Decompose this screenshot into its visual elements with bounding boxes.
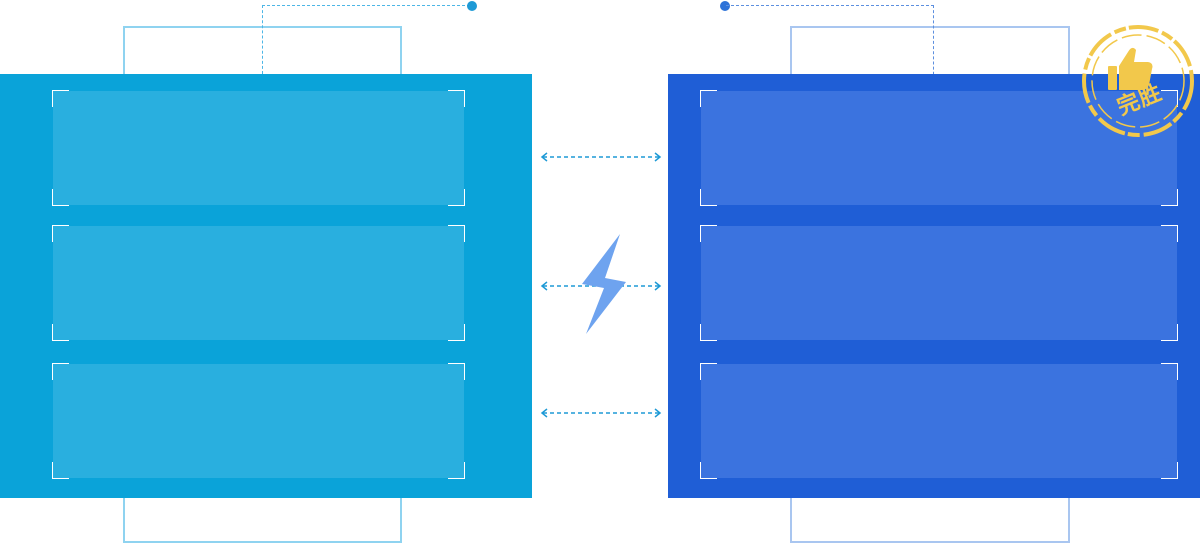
corner-mark bbox=[448, 363, 465, 380]
corner-mark bbox=[448, 462, 465, 479]
left-leader-dot bbox=[467, 1, 477, 11]
corner-mark bbox=[448, 225, 465, 242]
corner-mark bbox=[1161, 225, 1178, 242]
right-top-frame bbox=[790, 26, 1070, 74]
corner-mark bbox=[448, 189, 465, 206]
corner-mark bbox=[700, 363, 717, 380]
right-card-1 bbox=[700, 90, 1178, 206]
corner-mark bbox=[52, 363, 69, 380]
thumbs-up-icon bbox=[1108, 47, 1153, 90]
corner-mark bbox=[700, 189, 717, 206]
right-card-2 bbox=[700, 225, 1178, 341]
right-card-3 bbox=[700, 363, 1178, 479]
corner-mark bbox=[52, 462, 69, 479]
corner-mark bbox=[448, 324, 465, 341]
right-bottom-frame bbox=[790, 498, 1070, 543]
left-card-1 bbox=[52, 90, 465, 206]
corner-mark bbox=[700, 324, 717, 341]
corner-mark bbox=[1161, 462, 1178, 479]
left-leader-vertical bbox=[262, 5, 263, 74]
corner-mark bbox=[52, 90, 69, 107]
corner-mark bbox=[700, 90, 717, 107]
corner-mark bbox=[700, 225, 717, 242]
corner-mark bbox=[1161, 189, 1178, 206]
corner-mark bbox=[448, 90, 465, 107]
left-panel bbox=[0, 74, 532, 498]
left-leader-horizontal bbox=[262, 5, 470, 6]
corner-mark bbox=[1161, 363, 1178, 380]
corner-mark bbox=[1161, 90, 1178, 107]
double-headed-arrow-icon bbox=[540, 152, 662, 162]
corner-mark bbox=[52, 324, 69, 341]
corner-mark bbox=[1161, 324, 1178, 341]
left-card-2 bbox=[52, 225, 465, 341]
right-panel bbox=[668, 74, 1200, 498]
stamp-ring-icon bbox=[1082, 25, 1194, 137]
double-headed-arrow-icon bbox=[540, 408, 662, 418]
corner-mark bbox=[52, 189, 69, 206]
right-leader-horizontal bbox=[726, 5, 934, 6]
right-leader-dot bbox=[720, 1, 730, 11]
left-bottom-frame bbox=[123, 498, 402, 543]
thumbs-up-stamp-icon: 完胜 bbox=[1078, 22, 1196, 140]
corner-mark bbox=[700, 462, 717, 479]
corner-mark bbox=[52, 225, 69, 242]
right-leader-vertical bbox=[933, 5, 934, 85]
lightning-bolt-icon bbox=[582, 234, 626, 334]
left-card-3 bbox=[52, 363, 465, 479]
